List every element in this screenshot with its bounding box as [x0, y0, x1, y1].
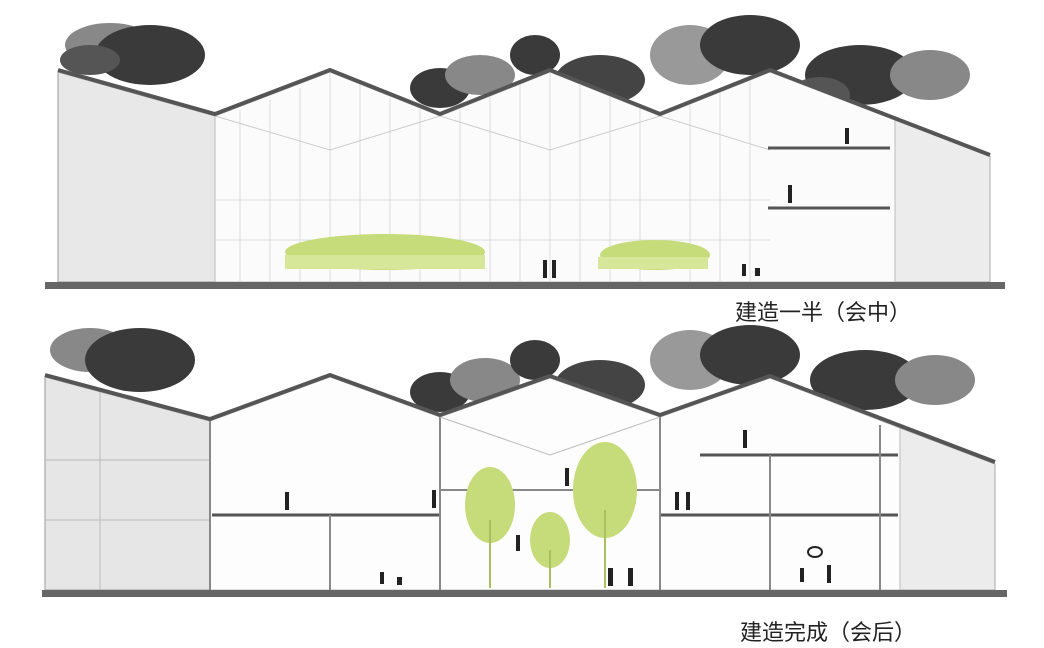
atrium-skylight	[439, 416, 661, 456]
right-block	[894, 119, 991, 283]
ground-line	[42, 590, 1007, 597]
people	[543, 128, 849, 278]
right-block	[899, 427, 996, 591]
people	[285, 430, 831, 586]
ground-line	[45, 282, 1005, 289]
columns	[209, 417, 881, 590]
left-block	[57, 71, 216, 283]
left-block-lines	[45, 392, 210, 590]
left-block	[44, 376, 211, 591]
atrium-trees	[465, 442, 637, 588]
roof-zigzag	[57, 67, 991, 157]
caption-half-built: 建造一半（会中）	[735, 301, 911, 326]
roof-zigzag	[44, 372, 996, 464]
planters	[285, 234, 710, 270]
section-half-built: 建造一半（会中）	[45, 15, 1005, 326]
caption-completed: 建造完成（会后）	[740, 621, 916, 646]
tree-canopy	[50, 325, 975, 412]
section-completed: 建造完成（会后）	[42, 325, 1007, 646]
mezzanine-floors	[768, 146, 890, 210]
